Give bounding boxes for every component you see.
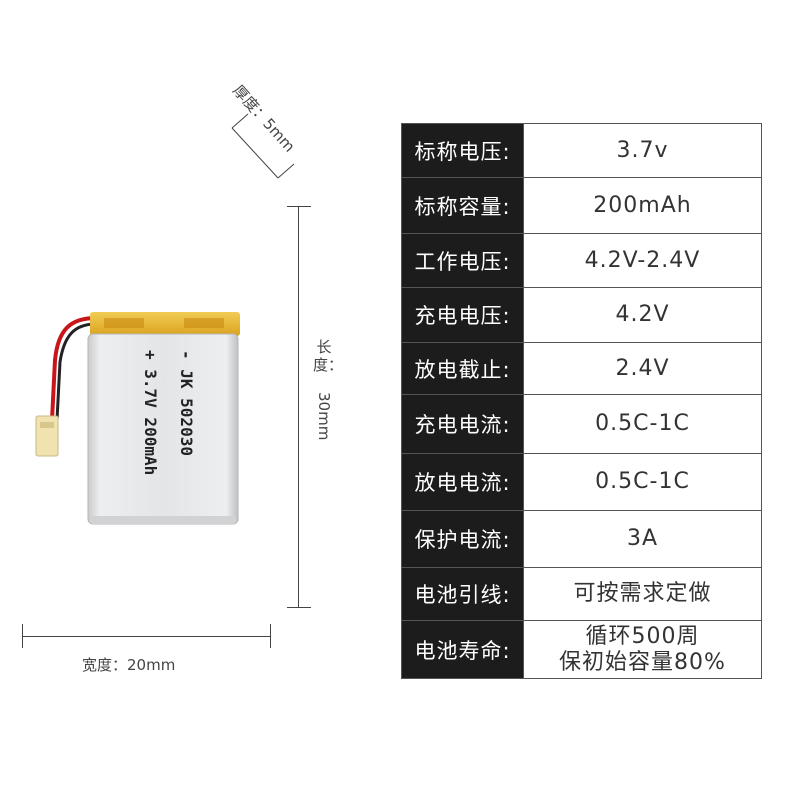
spec-value: 3A <box>626 526 659 551</box>
width-dimension-left-tick <box>22 624 23 648</box>
spec-row-charge-voltage: 充电电压: 4.2V <box>402 288 761 343</box>
spec-value: 可按需求定做 <box>573 581 712 606</box>
spec-value: 2.4V <box>615 355 670 381</box>
spec-label: 放电电流: <box>402 454 524 510</box>
spec-row-protection-current: 保护电流: 3A <box>402 511 761 568</box>
battery-label-line2: + 3.7V 200mAh <box>141 350 160 476</box>
spec-table: 标称电压: 3.7v 标称容量: 200mAh 工作电压: 4.2V-2.4V … <box>401 123 762 679</box>
spec-row-discharge-cutoff: 放电截止: 2.4V <box>402 343 761 395</box>
spec-value: 200mAh <box>593 192 692 218</box>
spec-row-charge-current: 充电电流: 0.5C-1C <box>402 395 761 454</box>
width-dimension-right-tick <box>270 624 271 648</box>
spec-value: 4.2V <box>615 302 670 327</box>
spec-value-line1: 循环500周 <box>585 623 700 649</box>
spec-value: 0.5C-1C <box>595 411 690 436</box>
length-dimension-bottom-tick <box>287 607 311 608</box>
length-label-char1: 长 <box>316 338 332 356</box>
battery-body <box>87 333 239 525</box>
spec-value: 循环500周 保初始容量80% <box>524 621 761 678</box>
length-label: 长 度： 30mm <box>313 338 344 441</box>
spec-row-nominal-voltage: 标称电压: 3.7v <box>402 124 761 178</box>
spec-label: 标称容量: <box>402 178 524 233</box>
spec-row-discharge-current: 放电电流: 0.5C-1C <box>402 454 761 511</box>
red-wire <box>50 316 97 421</box>
spec-label: 充电电流: <box>402 395 524 453</box>
black-wire <box>55 322 97 421</box>
spec-label: 电池引线: <box>402 568 524 620</box>
spec-row-nominal-capacity: 标称容量: 200mAh <box>402 178 761 234</box>
spec-value: 4.2V-2.4V <box>584 247 701 273</box>
spec-value: 0.5C-1C <box>595 469 690 494</box>
length-dimension-line <box>298 206 299 608</box>
spec-label: 工作电压: <box>402 234 524 287</box>
spec-label: 放电截止: <box>402 343 524 394</box>
width-dimension-line <box>22 636 270 637</box>
spec-label: 保护电流: <box>402 511 524 567</box>
battery-label-line1: - JK 502030 <box>177 350 196 456</box>
spec-label: 电池寿命: <box>402 621 524 678</box>
spec-row-battery-lead: 电池引线: 可按需求定做 <box>402 568 761 621</box>
spec-label: 标称电压: <box>402 124 524 177</box>
length-label-char2: 度： <box>313 356 344 374</box>
spec-value-line2: 保初始容量80% <box>559 649 726 675</box>
spec-row-battery-life: 电池寿命: 循环500周 保初始容量80% <box>402 621 761 678</box>
battery-image <box>35 312 240 525</box>
width-label: 宽度：20mm <box>82 656 176 674</box>
spec-label: 充电电压: <box>402 288 524 342</box>
spec-row-working-voltage: 工作电压: 4.2V-2.4V <box>402 234 761 288</box>
length-dimension-top-tick <box>287 206 311 207</box>
length-label-number: 30mm <box>315 392 333 441</box>
spec-value: 3.7v <box>616 137 669 163</box>
